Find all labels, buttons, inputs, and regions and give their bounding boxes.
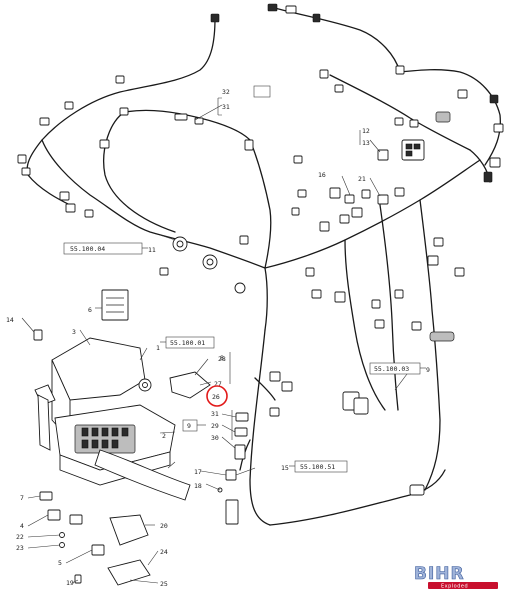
callout-32: 32: [222, 88, 230, 96]
ref-box-55-100-04: [63, 242, 143, 255]
callout-29: 29: [211, 422, 219, 430]
roof-harness: [17, 3, 504, 526]
callout-17: 17: [194, 468, 202, 476]
ref-label-55-100-01: 55.100.01: [170, 339, 205, 347]
callout-numbers: 1 2 3 4 5 6 7 8 9 10 11 12 13 14 15 16 1…: [6, 88, 430, 588]
bihr-logo: BIHR Exploded: [414, 564, 498, 590]
callout-3: 3: [72, 328, 76, 336]
callout-13: 13: [362, 139, 370, 147]
callout-23: 23: [16, 544, 24, 552]
callout-22: 22: [16, 533, 24, 541]
ref-label-55-100-51: 55.100.51: [300, 463, 335, 471]
callout-21: 21: [358, 175, 366, 183]
callout-16: 16: [318, 171, 326, 179]
callout-8: 8: [220, 354, 224, 362]
callout-19: 19: [66, 579, 74, 587]
callout-7: 7: [20, 494, 24, 502]
logo-title: BIHR: [414, 564, 465, 584]
seat-console-assembly: [21, 97, 411, 586]
callout-26: 26: [212, 393, 220, 401]
callout-28: 28: [218, 355, 226, 363]
logo-subtitle: Exploded: [441, 584, 468, 590]
callout-18: 18: [194, 482, 202, 490]
callout-11: 11: [148, 246, 156, 254]
callout-20: 20: [160, 522, 168, 530]
callout-6: 6: [88, 306, 92, 314]
callout-31: 31: [211, 410, 219, 418]
ref-box-55-100-03: [369, 362, 421, 375]
callout-27: 27: [214, 380, 222, 388]
callout-9-box-label: 9: [187, 422, 191, 430]
callout-30: 30: [211, 434, 219, 442]
callout-5: 5: [58, 559, 62, 567]
ref-box-55-100-01: [165, 336, 215, 349]
callout-2: 2: [162, 432, 166, 440]
logo-banner: [428, 582, 498, 589]
callout-24: 24: [160, 548, 168, 556]
callout-9: 9: [426, 366, 430, 374]
callout-12: 12: [362, 127, 370, 135]
callout-15: 15: [281, 464, 289, 472]
ref-box-55-100-51: [294, 460, 348, 473]
ref-label-55-100-04: 55.100.04: [70, 245, 105, 253]
reference-boxes: 55.100.04 55.100.01 55.100.03 55.100.51 …: [63, 85, 426, 473]
callout-25: 25: [160, 580, 168, 588]
callout-1: 1: [156, 344, 160, 352]
callout-31b: 31: [222, 103, 230, 111]
callout-14: 14: [6, 316, 14, 324]
ref-label-55-100-03: 55.100.03: [374, 365, 409, 373]
callout-4: 4: [20, 522, 24, 530]
highlight-circle-26: [206, 385, 228, 407]
